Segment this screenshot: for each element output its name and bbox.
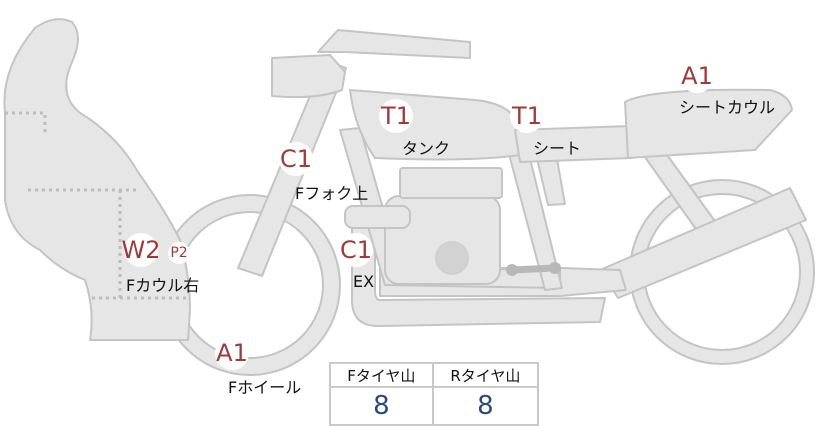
front-wheel-badge[interactable]: A1 [215,336,249,370]
tank-label: タンク [402,139,451,158]
seat-cowl-label: シートカウル [679,98,776,117]
brake-disc [435,241,469,275]
front-wheel-label: Fホイール [228,378,302,397]
exhaust-label: EX [353,272,375,291]
rear-shock-end-left [506,264,518,276]
rear-tire-value[interactable]: 8 [431,386,540,426]
cowl-right-sub-badge[interactable]: P2 [168,242,190,264]
front-tire-header: Fタイヤ山 [329,362,434,388]
exhaust-badge[interactable]: C1 [339,233,373,267]
seat-label: シート [533,139,582,158]
front-tire-value[interactable]: 8 [329,386,434,426]
engine-cover[interactable] [344,205,411,229]
cowl-right-label: Fカウル右 [126,276,200,295]
seat-cowl-badge[interactable]: A1 [680,59,714,93]
rear-tire-header: Rタイヤ山 [431,362,540,388]
rear-shock [508,264,559,274]
fork-upper-label: Fフォク上 [295,184,369,203]
tire-tread-table: Fタイヤ山 Rタイヤ山 8 8 [329,362,540,426]
handlebar[interactable] [317,29,471,59]
headlight[interactable] [271,54,346,99]
exhaust-pipe[interactable] [351,215,606,327]
seat-badge[interactable]: T1 [510,99,544,133]
tank-badge[interactable]: T1 [379,99,413,133]
fork-upper-badge[interactable]: C1 [279,142,313,176]
cowl-right-badge[interactable]: W2 [122,233,161,267]
seat-cowl[interactable] [624,88,793,159]
engine-head[interactable] [399,167,503,199]
rear-shock-end-right [549,262,561,274]
